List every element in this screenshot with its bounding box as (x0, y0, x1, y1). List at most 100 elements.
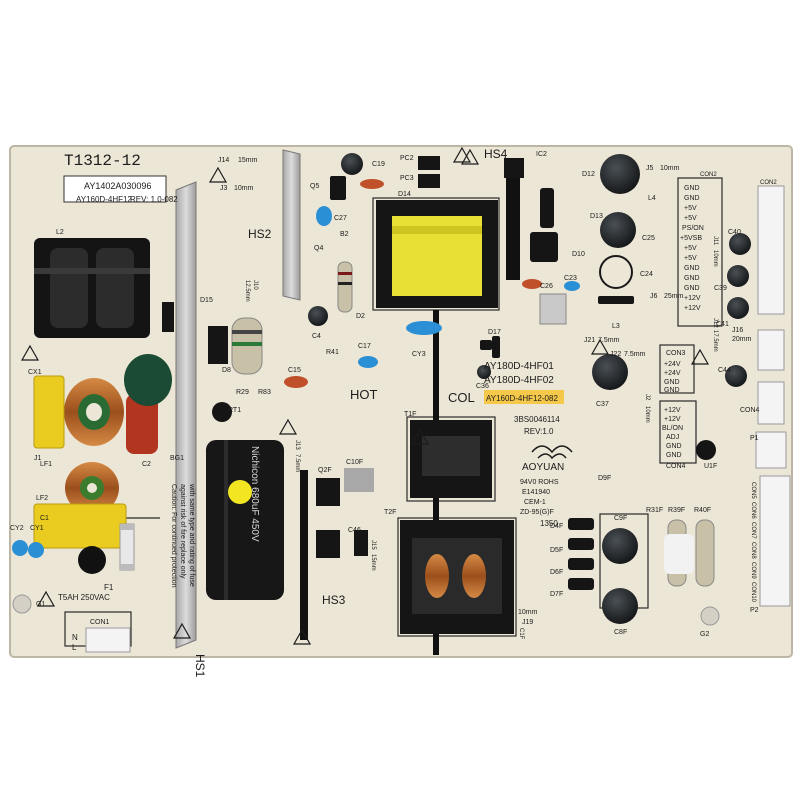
ref-d8: D8 (222, 367, 231, 374)
ref-c46: C46 (348, 527, 361, 534)
electrolytic-cap-c4 (308, 306, 328, 326)
con2-pin: +12V (684, 305, 701, 312)
hs2-label: HS2 (248, 227, 272, 241)
ref-c25: C25 (642, 235, 655, 242)
caution-line-3: with same type and rating of fuse (188, 483, 195, 587)
n-label: N (72, 633, 78, 642)
electrolytic-cap-c3 (341, 153, 363, 175)
cert-line4: ZD-95(G)F (520, 509, 554, 516)
ref-q2f: Q2F (318, 467, 332, 474)
ref-c4: C4 (312, 333, 321, 340)
ref-j5: J5 (646, 165, 654, 172)
heatsink-hs2 (282, 149, 301, 301)
barcode-sticker (63, 175, 167, 203)
ref-q5: Q5 (310, 183, 319, 190)
ref-d9f: D9F (598, 475, 611, 482)
con4-pin: GND (666, 443, 682, 450)
con-bank-label: CON7 (750, 522, 756, 539)
ref-c2: C2 (142, 461, 151, 468)
ref-d4f: D4F (550, 523, 563, 530)
ref-c36: C36 (476, 383, 489, 390)
ref-g1: G1 (36, 601, 45, 608)
ref-j10-len: 12.5mm (244, 280, 250, 302)
mounting-holes (12, 594, 720, 626)
ref-j13-len: 7.5mm (294, 454, 300, 472)
ref-d17: D17 (488, 329, 501, 336)
ref-j16-len: 20mm (732, 336, 752, 343)
ref-j12: J12 (712, 318, 718, 328)
con2-label: CON2 (700, 172, 717, 178)
ref-t2f: T2F (384, 509, 396, 516)
ref-cy2: CY2 (10, 525, 24, 532)
y-capacitor-cy2 (12, 540, 28, 556)
ref-j11-len: 10mm (712, 250, 718, 267)
ref-j19-len: 10mm (518, 609, 538, 616)
ref-j6: J6 (650, 293, 658, 300)
electrolytic-cap-c24 (599, 255, 633, 289)
con2-pin-labels: GND GND +5V +5V PS/ON +5VSB +5V +5V GND … (680, 185, 704, 312)
ref-t1f: T1F (404, 411, 416, 418)
electrolytic-cap-c28 (600, 154, 640, 194)
ref-c10f: C10F (346, 459, 363, 466)
ref-d10: D10 (572, 251, 585, 258)
ref-d13: D13 (590, 213, 603, 220)
hs4-label: HS4 (484, 147, 508, 161)
ref-c15: C15 (288, 367, 301, 374)
ref-j21-len: 7.5mm (598, 337, 620, 344)
silkscreen-text: T1312-12 AY1402A030096 AY160D-4HF12 REV:… (10, 147, 777, 678)
cold-label: COL (448, 390, 475, 405)
thermistor-black (78, 546, 106, 574)
ref-lf2: LF2 (36, 495, 48, 502)
ref-r39f: R39F (668, 507, 685, 514)
x-capacitor-cx1 (33, 375, 65, 449)
ref-j13: J13 (294, 440, 300, 450)
ref-pc3: PC3 (400, 175, 414, 182)
con3-pin: GND (664, 387, 680, 394)
ref-rt1: RT1 (228, 407, 241, 414)
con2-pin: +5V (684, 255, 697, 262)
heatsink-hs3 (300, 470, 308, 640)
ref-c19: C19 (372, 161, 385, 168)
brand: AOYUAN (522, 462, 564, 473)
con2-pin: GND (684, 195, 700, 202)
caution-line-2: against risk of fire replace only (179, 484, 186, 579)
ref-c44: C44 (718, 367, 731, 374)
aoyuan-logo (531, 445, 573, 460)
transformer-t1f (410, 420, 492, 498)
con2-pin: GND (684, 285, 700, 292)
con-bank-label: CON6 (750, 502, 756, 519)
electrolytic-cap-c40 (729, 233, 751, 255)
con2-pin: GND (684, 275, 700, 282)
electrolytic-cap-c36 (477, 365, 491, 379)
board-model: T1312-12 (64, 152, 141, 170)
ref-c39: C39 (714, 285, 727, 292)
barcode-label: AY1402A030096 (84, 181, 151, 191)
con2-pin: +12V (684, 295, 701, 302)
date-code: 1350 (540, 519, 558, 528)
electrolytic-cap-c9f (602, 528, 638, 564)
toroid-lf2 (65, 462, 119, 514)
electrolytic-cap-c39 (727, 265, 749, 287)
ref-u1f: U1F (704, 463, 717, 470)
con1-label: CON1 (90, 619, 110, 626)
con4-pin: GND (666, 452, 682, 459)
ref-j11: J11 (712, 236, 718, 246)
con4-pin: ADJ (666, 434, 679, 441)
ref-j14-len: 15mm (238, 157, 258, 164)
fuse-ref: F1 (104, 583, 114, 592)
ref-p1: P1 (750, 435, 759, 442)
transformer-t2f (400, 520, 514, 634)
con2-pin: PS/ON (682, 225, 704, 232)
ref-r41: R41 (326, 349, 339, 356)
ref-j14: J14 (218, 157, 229, 164)
ref-c1: C1 (40, 515, 49, 522)
cap-sleeve-text: Nichicon 680uF 450V (249, 446, 260, 542)
resistor-r39f (664, 519, 715, 587)
ref-b2: B2 (340, 231, 349, 238)
con-bank-label: CON9 (750, 562, 756, 579)
ref-r83: R83 (258, 389, 271, 396)
ref-c40: C40 (728, 229, 741, 236)
variant-1: AY180D-4HF01 (484, 361, 554, 372)
ref-r31f: R31F (646, 507, 663, 514)
ref-c1f: C1F (518, 628, 524, 640)
